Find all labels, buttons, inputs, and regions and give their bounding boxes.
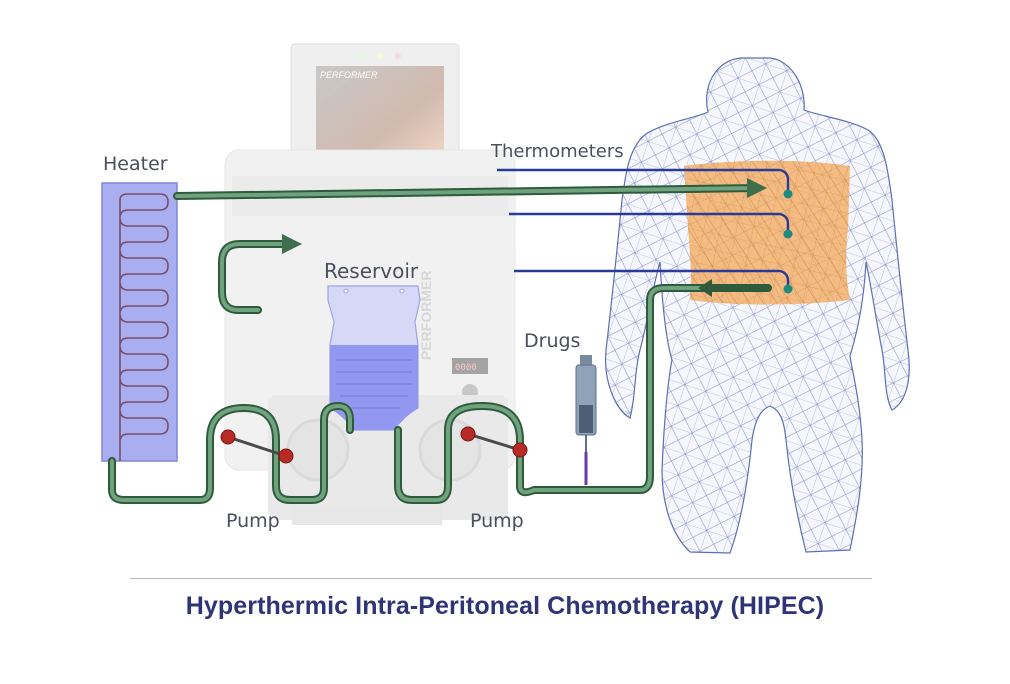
pump-left-roller-1 — [220, 429, 236, 445]
heater-label: Heater — [103, 153, 168, 175]
pump-left-roller-2 — [278, 448, 294, 464]
caption-divider — [130, 578, 872, 579]
drug-syringe — [575, 355, 597, 485]
pump-left-rollers — [220, 429, 294, 464]
pump-right-roller-2 — [512, 442, 528, 458]
drugs-label: Drugs — [524, 330, 581, 352]
reservoir — [327, 285, 421, 431]
reservoir-fluid — [330, 345, 418, 430]
diagram-caption: Hyperthermic Intra-Peritoneal Chemothera… — [185, 592, 825, 620]
perfusion-machine: PERFORMER PERFORMER 0000 — [224, 43, 516, 525]
pump-left-label: Pump — [226, 510, 280, 532]
machine-side-logo: PERFORMER — [418, 271, 434, 360]
pump-right-label: Pump — [470, 510, 524, 532]
thermometer-wire-2 — [509, 212, 790, 232]
thermometer-wire-3 — [514, 269, 790, 287]
probe-tip-2 — [783, 229, 793, 239]
probe-tip-3 — [783, 284, 793, 294]
svg-text:0000: 0000 — [455, 363, 477, 373]
machine-display — [452, 358, 488, 374]
probe-tip-1 — [783, 189, 793, 199]
thermometers-label: Thermometers — [491, 141, 624, 162]
patient-body — [604, 57, 910, 554]
heater-coil — [119, 193, 169, 461]
reservoir-label: Reservoir — [324, 259, 419, 283]
heater — [101, 182, 178, 462]
pump-right-roller-1 — [460, 426, 476, 442]
machine-screen-logo: PERFORMER — [320, 70, 378, 80]
perfusion-circuit — [108, 178, 772, 504]
thermometer-wire-1 — [497, 168, 790, 192]
thermometer-probes — [497, 168, 790, 287]
pump-right-rollers — [460, 426, 528, 458]
